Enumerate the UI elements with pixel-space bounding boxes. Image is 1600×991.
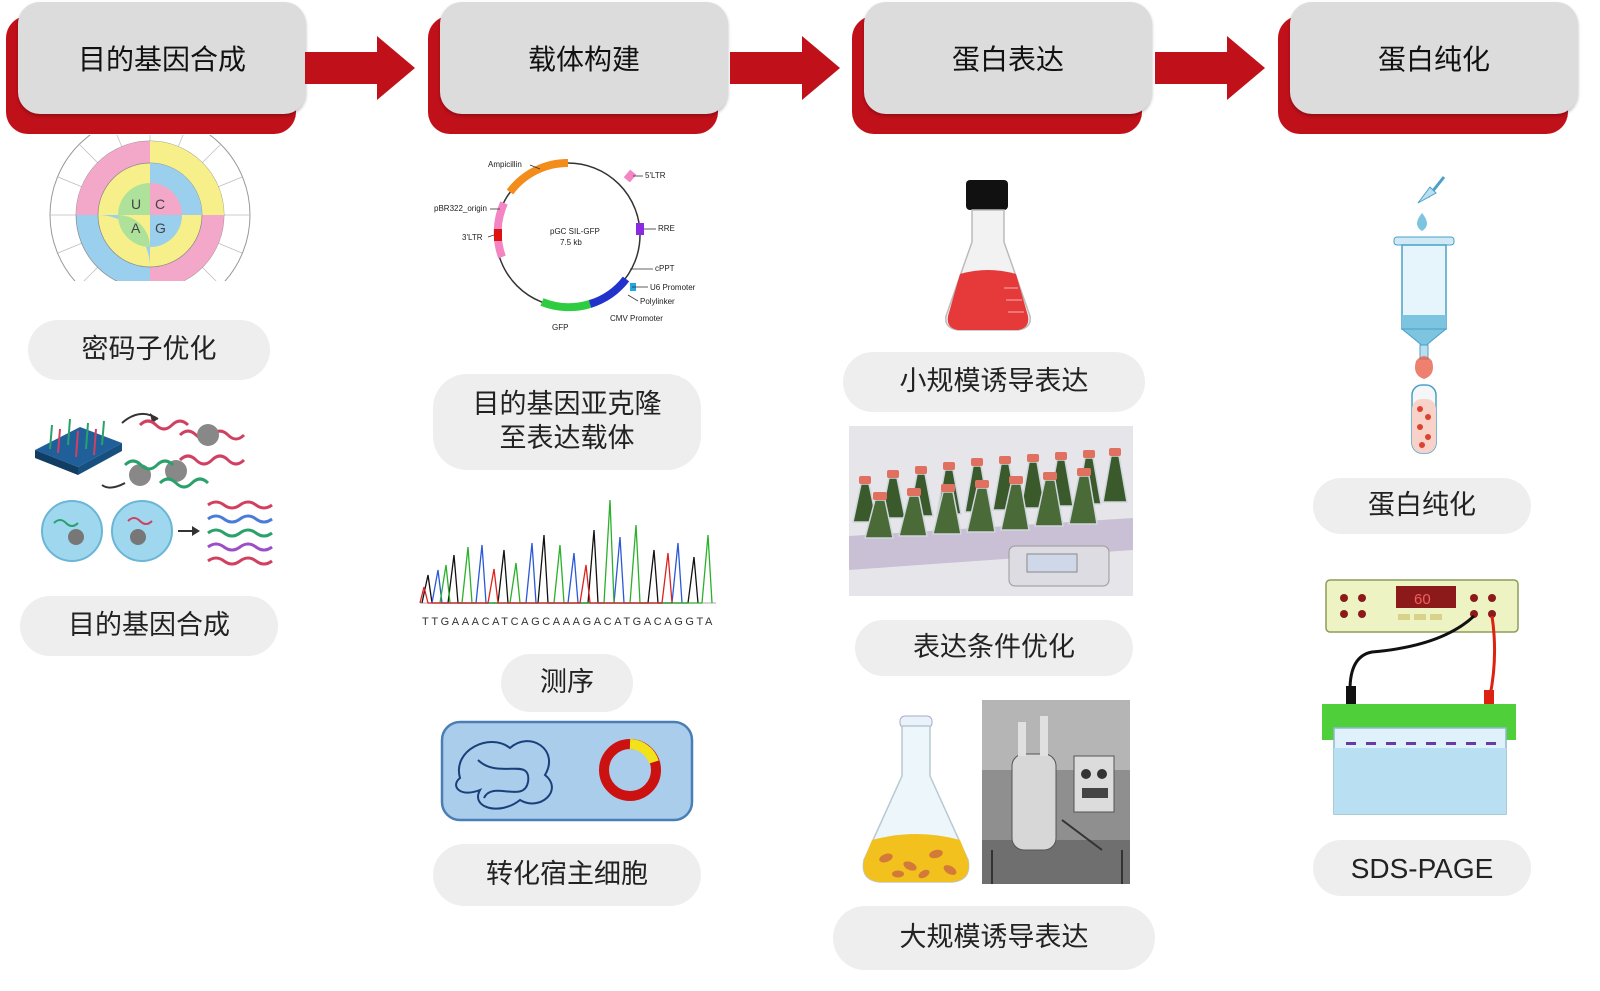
svg-text:U: U: [131, 196, 141, 212]
flow-arrow-3: [1155, 36, 1265, 100]
svg-text:C: C: [155, 196, 165, 212]
codon-wheel-image: U C A G: [49, 135, 251, 281]
svg-text:G: G: [155, 220, 166, 236]
electrophoresis-image: 60: [1322, 579, 1519, 815]
gene-synthesis-image: [35, 412, 273, 566]
step-header-2: 载体构建: [428, 2, 728, 134]
plasmid-feature-cppt: cPPT: [655, 264, 675, 273]
subclone-label: 目的基因亚克隆 至表达载体: [433, 374, 701, 470]
svg-text:A: A: [131, 220, 141, 236]
sequencing-label: 测序: [501, 654, 633, 712]
plasmid-feature-u6: U6 Promoter: [650, 283, 696, 292]
protein-purification-label: 蛋白纯化: [1313, 478, 1531, 534]
subclone-label-line1: 目的基因亚克隆: [472, 389, 662, 421]
step-title-2: 载体构建: [440, 2, 728, 114]
step-header-3: 蛋白表达: [852, 2, 1152, 134]
shaker-flasks-image: [849, 426, 1133, 596]
step-title-3: 蛋白表达: [864, 2, 1152, 114]
plasmid-feature-5ltr: 5'LTR: [645, 171, 666, 180]
plasmid-feature-cmv: CMV Promoter: [610, 314, 663, 323]
flask-large-image: [862, 715, 970, 883]
step-title-4: 蛋白纯化: [1290, 2, 1578, 114]
step-header-1: 目的基因合成: [6, 2, 306, 134]
plasmid-feature-gfp: GFP: [552, 323, 568, 332]
sequence-text: TTGAAACATCAGCAAAGACATGACAGGTA: [422, 616, 715, 628]
transformation-cell-image: [440, 720, 694, 822]
sequencing-chromatogram-image: TTGAAACATCAGCAAAGACATGACAGGTA: [419, 499, 716, 628]
bioreactor-image: [982, 700, 1130, 884]
expression-conditions-label: 表达条件优化: [855, 620, 1133, 676]
plasmid-feature-3ltr: 3'LTR: [462, 233, 483, 242]
plasmid-size: 7.5 kb: [560, 238, 582, 247]
flask-small-image: [945, 180, 1031, 331]
plasmid-name: pGC SIL-GFP: [550, 227, 600, 236]
plasmid-feature-polylinker: Polylinker: [640, 297, 675, 306]
plasmid-feature-ampicillin: Ampicillin: [488, 160, 522, 169]
power-supply-display: 60: [1414, 591, 1431, 608]
purification-column-image: [1393, 176, 1455, 454]
step-header-4: 蛋白纯化: [1278, 2, 1578, 134]
small-scale-expression-label: 小规模诱导表达: [843, 352, 1145, 412]
plasmid-feature-rre: RRE: [658, 224, 675, 233]
sds-page-label: SDS-PAGE: [1313, 840, 1531, 896]
flow-arrow-1: [305, 36, 415, 100]
gene-synthesis-label: 目的基因合成: [20, 596, 278, 656]
step-title-1: 目的基因合成: [18, 2, 306, 114]
codon-optimization-label: 密码子优化: [28, 320, 270, 380]
flow-arrow-2: [730, 36, 840, 100]
subclone-label-line2: 至表达载体: [499, 423, 635, 454]
large-scale-expression-label: 大规模诱导表达: [833, 906, 1155, 970]
plasmid-map-image: Ampicillin 5'LTR RRE cPPT U6 Promoter Po…: [434, 158, 696, 332]
transform-host-label: 转化宿主细胞: [433, 844, 701, 906]
plasmid-feature-ori: pBR322_origin: [434, 204, 487, 213]
